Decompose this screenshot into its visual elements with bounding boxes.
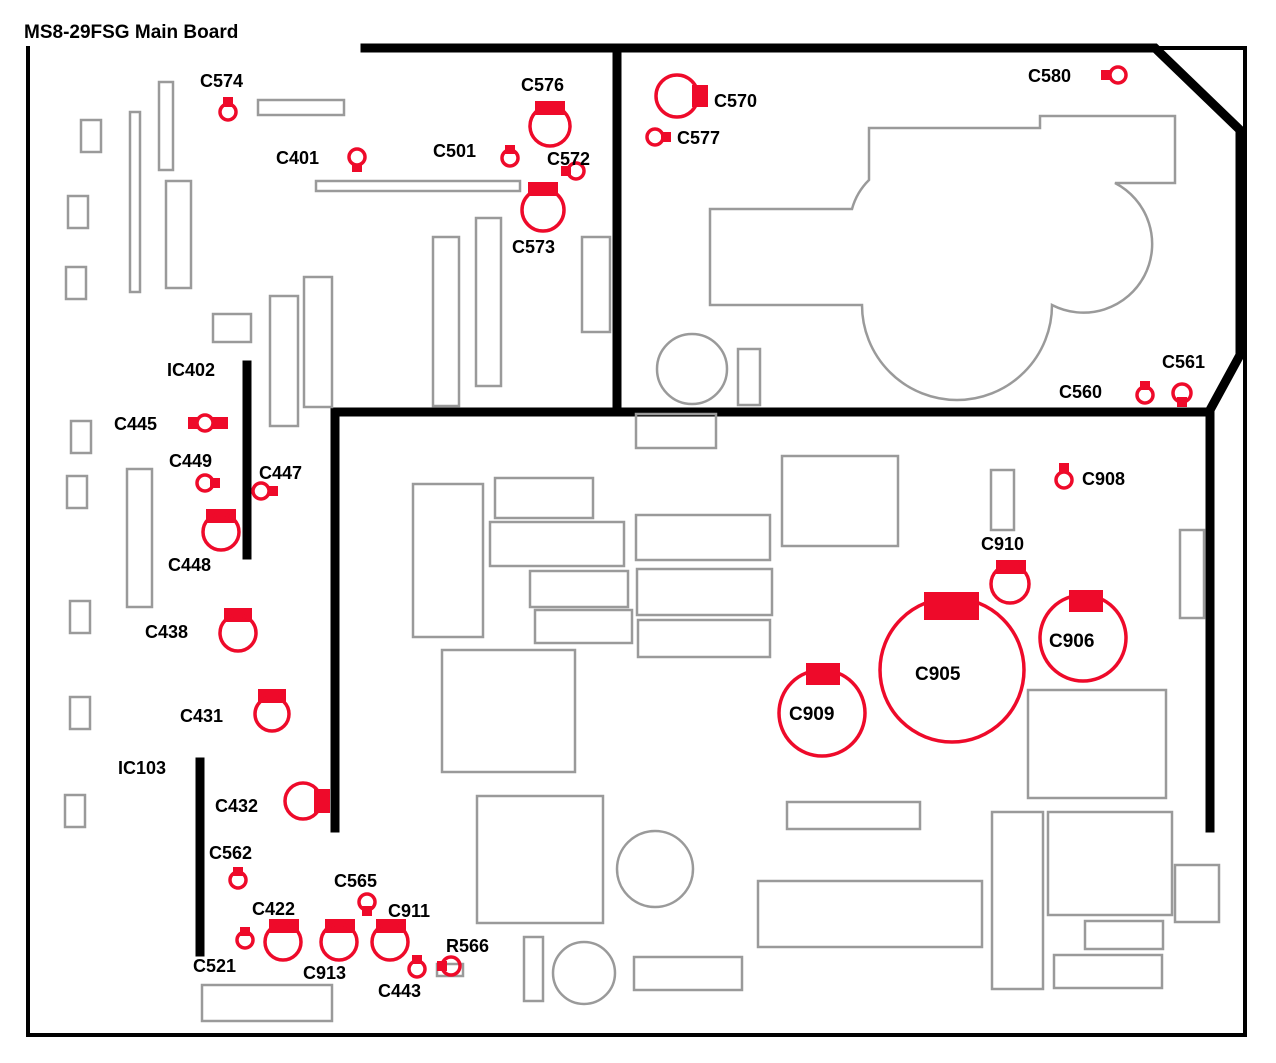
capacitor-c911[interactable]: [370, 919, 410, 962]
label-c443: C443: [378, 981, 421, 1001]
capacitor-c565[interactable]: [357, 892, 377, 916]
capacitor-c573[interactable]: [520, 182, 566, 233]
label-c577: C577: [677, 128, 720, 148]
capacitor-c574[interactable]: [218, 97, 238, 122]
label-c561: C561: [1162, 352, 1205, 372]
capacitor-c438[interactable]: [218, 608, 258, 653]
label-r566: R566: [446, 936, 489, 956]
capacitor-c443[interactable]: [407, 955, 427, 979]
label-c906: C906: [1049, 631, 1094, 652]
component-outlines: [63, 80, 1221, 1023]
label-c573: C573: [512, 237, 555, 257]
capacitors: [188, 65, 1193, 979]
label-c909: C909: [789, 704, 834, 725]
board-walls: [26, 43, 1247, 1037]
label-c432: C432: [215, 796, 258, 816]
capacitor-c562[interactable]: [228, 867, 248, 890]
capacitor-c913[interactable]: [319, 919, 359, 962]
capacitor-c521[interactable]: [235, 927, 255, 950]
capacitor-c431[interactable]: [253, 689, 291, 733]
capacitor-c432[interactable]: [283, 781, 330, 821]
label-c501: C501: [433, 141, 476, 161]
label-c447: C447: [259, 463, 302, 483]
capacitor-c909[interactable]: [777, 663, 867, 758]
capacitor-c908[interactable]: [1054, 463, 1074, 490]
capacitor-c448[interactable]: [201, 509, 241, 552]
label-c570: C570: [714, 91, 757, 111]
label-c521: C521: [193, 956, 236, 976]
capacitor-c570[interactable]: [654, 73, 708, 119]
capacitor-c445[interactable]: [188, 413, 228, 433]
label-c401: C401: [276, 148, 319, 168]
capacitor-c560[interactable]: [1135, 381, 1155, 405]
label-ic103: IC103: [118, 758, 166, 778]
label-c910: C910: [981, 534, 1024, 554]
label-c422: C422: [252, 899, 295, 919]
resistor-r566[interactable]: [435, 955, 465, 978]
label-c562: C562: [209, 843, 252, 863]
label-ic402: IC402: [167, 360, 215, 380]
part-labels: C574 C576 C401 C501 C572 C573 C570 C577 …: [114, 66, 1205, 1001]
capacitor-c401[interactable]: [347, 147, 367, 172]
capacitor-c905[interactable]: [878, 592, 1026, 744]
capacitor-c422[interactable]: [263, 919, 303, 962]
capacitor-c910[interactable]: [989, 560, 1031, 605]
capacitor-c561[interactable]: [1171, 382, 1193, 407]
label-c911: C911: [388, 901, 430, 921]
label-c565: C565: [334, 871, 377, 891]
capacitor-c501[interactable]: [500, 145, 520, 168]
capacitor-c580[interactable]: [1101, 65, 1128, 85]
label-c445: C445: [114, 414, 157, 434]
label-c580: C580: [1028, 66, 1071, 86]
label-c448: C448: [168, 555, 211, 575]
label-c908: C908: [1082, 469, 1125, 489]
label-c449: C449: [169, 451, 212, 471]
capacitor-c906[interactable]: [1038, 590, 1128, 683]
label-c913: C913: [303, 963, 346, 983]
label-c574: C574: [200, 71, 243, 91]
board-title: MS8-29FSG Main Board: [24, 22, 239, 43]
label-c431: C431: [180, 706, 223, 726]
label-c438: C438: [145, 622, 188, 642]
capacitor-c576[interactable]: [528, 101, 572, 148]
capacitor-c449[interactable]: [195, 473, 220, 493]
capacitor-c447[interactable]: [251, 481, 278, 501]
label-c560: C560: [1059, 382, 1102, 402]
label-c576: C576: [521, 75, 564, 95]
capacitor-c577[interactable]: [645, 127, 671, 147]
capacitor-c572[interactable]: [561, 161, 586, 181]
label-c572: C572: [547, 149, 590, 169]
label-c905: C905: [915, 664, 961, 685]
